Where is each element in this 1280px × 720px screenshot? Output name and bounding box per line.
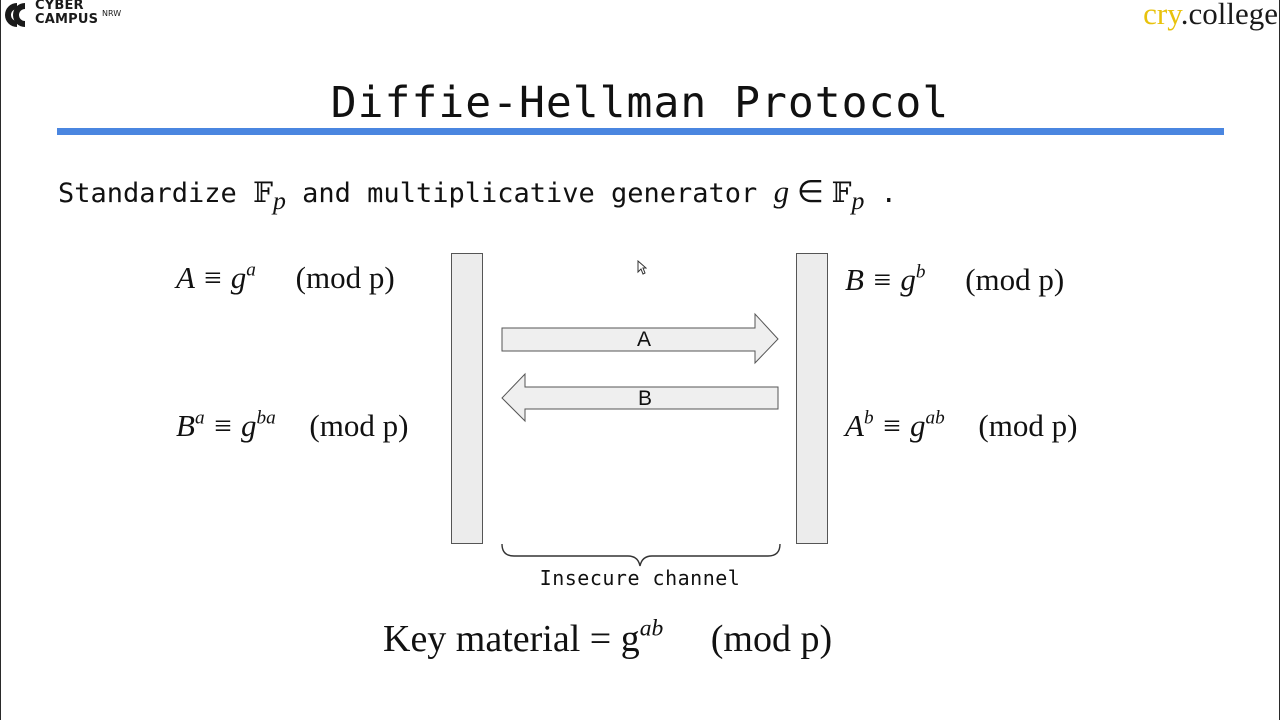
alice-mod: (mod p) <box>295 260 395 295</box>
field-symbol: 𝔽 <box>253 176 273 209</box>
bob-shared-mod: (mod p) <box>978 408 1078 443</box>
bob-shared-base: A <box>845 408 864 443</box>
mouse-cursor-icon <box>637 260 647 275</box>
bob-shared-mid: ≡ g <box>873 408 926 443</box>
cyber-campus-logo: CYBER CAMPUS NRW <box>2 0 132 34</box>
bob-shared-exp1: b <box>863 407 874 429</box>
cyber-campus-logo-text: CYBER CAMPUS <box>35 0 98 27</box>
cry-college-logo: cry.college <box>1143 0 1278 32</box>
field-subscript-2: p <box>851 186 865 216</box>
alice-party-bar <box>451 253 483 544</box>
key-material-mod: (mod p) <box>710 618 833 660</box>
arrow-bob-to-alice <box>501 372 779 423</box>
generator-membership: g ∈ 𝔽p <box>773 174 865 215</box>
bob-eq-exp: b <box>915 261 926 283</box>
logo-cry-part: cry <box>1143 0 1181 31</box>
key-material-text: Key material = g <box>383 618 640 660</box>
bob-eq-base: B ≡ g <box>845 262 916 297</box>
intro-sentence: Standardize 𝔽p and multiplicative genera… <box>58 174 897 216</box>
intro-text-generator: and multiplicative generator <box>302 178 758 209</box>
frame-left-border <box>0 0 1 720</box>
insecure-channel-label: Insecure channel <box>539 566 741 590</box>
bob-party-bar <box>796 253 828 544</box>
logo-cyber-word: CYBER <box>35 0 84 13</box>
slide-title: Diffie-Hellman Protocol <box>330 78 950 128</box>
intro-period: . <box>880 178 897 209</box>
alice-eq-exp: a <box>246 259 256 281</box>
field-symbol-2: 𝔽 <box>831 176 852 209</box>
arrow-label-b: B <box>637 387 652 410</box>
channel-brace <box>501 543 781 567</box>
logo-nrw-word: NRW <box>102 9 122 18</box>
alice-shared-mid: ≡ g <box>204 408 257 443</box>
field-subscript: p <box>272 186 286 216</box>
logo-college-part: .college <box>1180 0 1278 31</box>
field-fp: 𝔽p <box>253 174 286 215</box>
logo-campus-word: CAMPUS <box>35 12 99 27</box>
element-of-symbol: ∈ <box>796 174 824 209</box>
key-material-exp: ab <box>639 615 664 642</box>
intro-text-standardize: Standardize <box>58 178 237 209</box>
bob-shared-exp2: ab <box>925 407 945 429</box>
alice-shared-mod: (mod p) <box>309 408 409 443</box>
arrow-alice-to-bob <box>501 312 779 365</box>
alice-shared-base: B <box>176 408 195 443</box>
key-material-eq: Key material = gab (mod p) <box>383 617 832 661</box>
bob-mod: (mod p) <box>965 262 1065 297</box>
alice-public-key-eq: A ≡ ga (mod p) <box>176 260 395 296</box>
alice-shared-exp1: a <box>194 407 205 429</box>
arrow-label-a: A <box>636 328 651 351</box>
alice-shared-secret-eq: Ba ≡ gba (mod p) <box>176 408 408 444</box>
generator-symbol: g <box>773 174 790 209</box>
bob-public-key-eq: B ≡ gb (mod p) <box>845 262 1064 298</box>
alice-shared-exp2: ba <box>256 407 276 429</box>
alice-eq-base: A ≡ g <box>176 260 247 295</box>
title-underline <box>57 128 1224 135</box>
cyber-campus-logo-mark <box>5 3 25 27</box>
bob-shared-secret-eq: Ab ≡ gab (mod p) <box>845 408 1077 444</box>
